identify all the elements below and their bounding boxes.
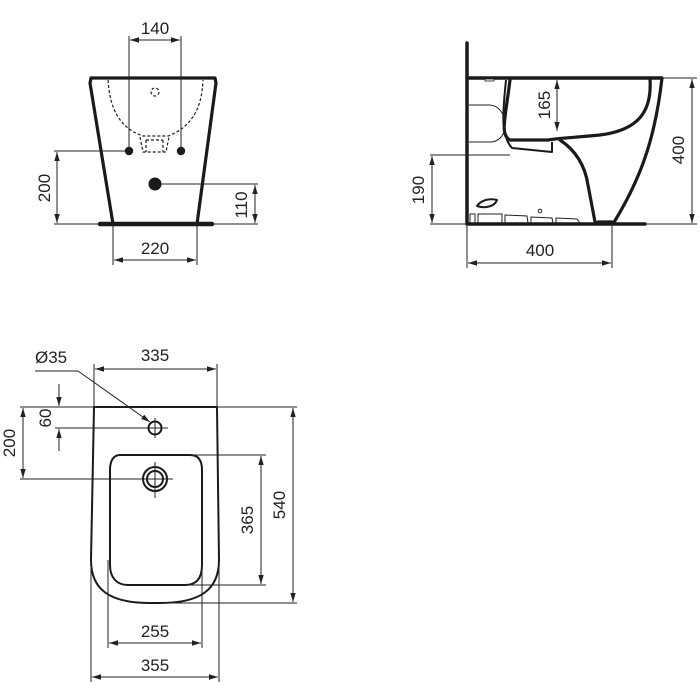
dim-tap-hole-offset: 60 [36, 409, 55, 428]
dim-total-height: 400 [669, 136, 688, 164]
side-outer-shell [611, 76, 664, 226]
dim-tap-spacing: 140 [141, 19, 169, 38]
dim-base-width: 220 [141, 239, 169, 258]
front-hidden-waste [139, 136, 170, 153]
side-fixing-icon [476, 198, 498, 209]
front-waste-outlet-icon [148, 177, 162, 191]
dim-overall-width-top: 335 [141, 346, 169, 365]
side-bowl [502, 77, 652, 142]
front-view: 140 200 110 220 [35, 19, 258, 265]
side-trap [558, 138, 614, 224]
side-view: 165 400 190 400 [409, 41, 697, 268]
dim-inlet-height: 200 [35, 174, 54, 202]
dim-bowl-length: 365 [238, 506, 257, 534]
top-inner-bowl [109, 454, 203, 586]
front-hidden-bowl [107, 79, 204, 137]
dim-waste-offset: 200 [0, 429, 19, 457]
dim-overall-width: 355 [141, 656, 169, 675]
dim-side-inlet-height: 190 [409, 176, 428, 204]
dim-bowl-width: 255 [141, 622, 169, 641]
dim-overall-length: 540 [270, 491, 289, 519]
dim-waste-height: 110 [232, 191, 251, 218]
dim-tap-hole-diameter: Ø35 [35, 348, 67, 367]
front-hidden-overflow-icon [150, 87, 160, 97]
front-body-outline [88, 76, 218, 226]
dim-base-depth: 400 [526, 241, 554, 260]
dim-bowl-depth: 165 [535, 91, 554, 119]
top-view: Ø35 335 60 200 365 540 255 355 [0, 346, 297, 682]
